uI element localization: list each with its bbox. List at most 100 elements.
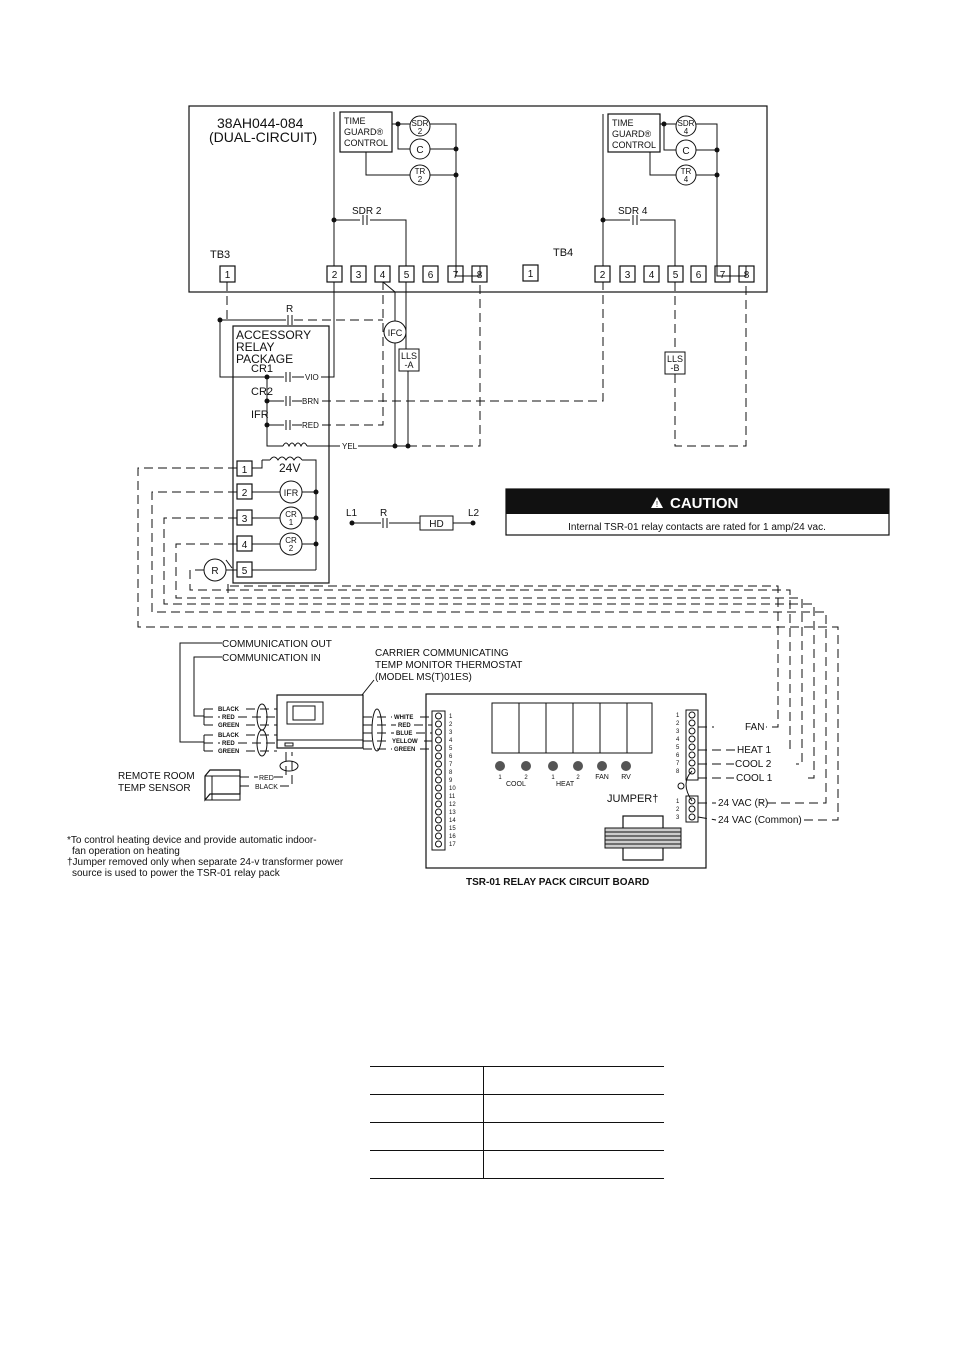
- thermostat-title-3: (MODEL MS(T)01ES): [375, 672, 472, 683]
- svg-text:CR: CR: [285, 510, 297, 519]
- svg-text:17: 17: [449, 842, 456, 848]
- svg-text:1: 1: [676, 713, 680, 719]
- note-1-line-2: fan operation on heating: [72, 846, 180, 857]
- tb4-terminal-8: 8: [738, 265, 755, 283]
- svg-text:IFR: IFR: [284, 488, 299, 498]
- yel-wire-label: YEL: [342, 442, 358, 451]
- note-1-line-1: *To control heating device and provide a…: [67, 835, 317, 846]
- tb3-terminal-1: 1: [219, 265, 236, 283]
- svg-text:GUARD®: GUARD®: [612, 129, 652, 139]
- svg-text:9: 9: [449, 778, 453, 784]
- svg-text:8: 8: [744, 270, 750, 281]
- svg-text:3: 3: [676, 815, 680, 821]
- tb3-terminal-5: 5: [398, 265, 415, 283]
- tr4-relay: TR 4: [675, 164, 697, 186]
- svg-text:15: 15: [449, 826, 456, 832]
- svg-text:RED: RED: [398, 723, 411, 729]
- led-row: 1 2 1 2 FAN RV COOL HEAT: [495, 761, 631, 788]
- red-wire-label: RED: [302, 421, 319, 430]
- svg-text:2: 2: [576, 775, 580, 781]
- table-row: [370, 1094, 664, 1123]
- empty-table: [370, 1066, 664, 1179]
- svg-text:8: 8: [477, 270, 483, 281]
- sdr2-contact-label: SDR 2: [352, 206, 382, 217]
- compressor-contactor-1: C: [409, 138, 431, 160]
- svg-text:1: 1: [225, 270, 231, 281]
- svg-text:1: 1: [528, 269, 534, 280]
- sdr4-contact-label: SDR 4: [618, 206, 648, 217]
- svg-text:BLACK: BLACK: [218, 707, 240, 713]
- board-right-terminals: 1 2 3 4 5 6 7 8: [676, 709, 699, 781]
- svg-text:LLS: LLS: [401, 351, 417, 361]
- acc-terminal-2: 2: [236, 483, 253, 500]
- svg-text:8: 8: [676, 769, 680, 775]
- table-row: [370, 1122, 664, 1151]
- accessory-title-2: RELAY: [236, 340, 274, 354]
- vac-r-label: 24 VAC (R): [718, 798, 768, 809]
- svg-text:BLUE: BLUE: [396, 731, 412, 737]
- svg-text:2: 2: [600, 270, 606, 281]
- lls-b-solenoid: LLS -B: [664, 351, 686, 375]
- acc-terminal-3: 3: [236, 509, 253, 526]
- heat1-terminal-label: HEAT 1: [737, 745, 772, 756]
- vac-common-label: 24 VAC (Common): [718, 815, 802, 826]
- caution-title: CAUTION: [670, 495, 738, 512]
- note-2-line-2: source is used to power the TSR-01 relay…: [72, 868, 281, 879]
- sdr4-relay: SDR 4: [675, 115, 697, 137]
- tb4-terminal-3: 3: [619, 265, 636, 283]
- table-row: [370, 1150, 664, 1179]
- heater-r-contact: R: [380, 508, 387, 519]
- accessory-title-1: ACCESSORY: [236, 328, 311, 342]
- svg-text:CONTROL: CONTROL: [344, 138, 388, 148]
- tb4-terminal-7: 7: [714, 265, 731, 283]
- cool2-terminal-label: COOL 2: [735, 759, 772, 770]
- tb3-terminal-6: 6: [422, 265, 439, 283]
- svg-text:LLS: LLS: [667, 354, 683, 364]
- svg-text:7: 7: [453, 270, 459, 281]
- svg-text:GREEN: GREEN: [218, 749, 239, 755]
- svg-text:GREEN: GREEN: [218, 723, 239, 729]
- sensor-label-1: REMOTE ROOM: [118, 771, 195, 782]
- remote-sensor: [204, 769, 241, 802]
- table-row: [370, 1066, 664, 1095]
- heater-l2: L2: [468, 508, 480, 519]
- svg-text:7: 7: [676, 761, 680, 767]
- heater-l1: L1: [346, 508, 358, 519]
- svg-text:CR: CR: [285, 536, 297, 545]
- svg-text:2: 2: [332, 270, 338, 281]
- svg-text:1: 1: [289, 518, 294, 527]
- svg-text:7: 7: [449, 762, 453, 768]
- svg-text:RV: RV: [621, 774, 631, 781]
- tb3-terminal-2: 2: [326, 265, 343, 283]
- svg-text:4: 4: [676, 737, 680, 743]
- svg-text:-A: -A: [405, 360, 414, 370]
- cr1-coil: CR 1: [279, 506, 303, 530]
- svg-text:TR: TR: [415, 167, 426, 176]
- svg-text:COOL: COOL: [506, 781, 526, 788]
- svg-text:4: 4: [684, 127, 689, 136]
- caution-box: ! CAUTION Internal TSR-01 relay contacts…: [505, 488, 890, 536]
- caution-text: Internal TSR-01 relay contacts are rated…: [568, 522, 826, 533]
- svg-text:6: 6: [449, 754, 453, 760]
- svg-text:3: 3: [242, 514, 248, 525]
- svg-text:2: 2: [289, 544, 294, 553]
- tb3-terminal-3: 3: [350, 265, 367, 283]
- svg-text:12: 12: [449, 802, 456, 808]
- tb4-terminal-4: 4: [643, 265, 660, 283]
- svg-text:SDR: SDR: [678, 119, 695, 128]
- time-guard-1: TIME GUARD® CONTROL: [339, 111, 393, 153]
- tsr01-board: [425, 693, 707, 869]
- sensor-black-wire: BLACK: [255, 784, 278, 791]
- unit-circuit: (DUAL-CIRCUIT): [209, 129, 317, 145]
- ifr-label: IFR: [251, 409, 269, 421]
- jumper-wire: [685, 770, 693, 802]
- svg-text:2: 2: [242, 488, 248, 499]
- tr2-relay: TR 2: [409, 164, 431, 186]
- svg-text:3: 3: [625, 270, 631, 281]
- accessory-title-3: PACKAGE: [236, 352, 293, 366]
- svg-text:R: R: [211, 566, 218, 577]
- compressor-contactor-2: C: [675, 139, 697, 161]
- thermostat-title-2: TEMP MONITOR THERMOSTAT: [375, 660, 522, 671]
- thermostat-left-wires: BLACK RED GREEN BLACK RED GREEN: [203, 703, 277, 757]
